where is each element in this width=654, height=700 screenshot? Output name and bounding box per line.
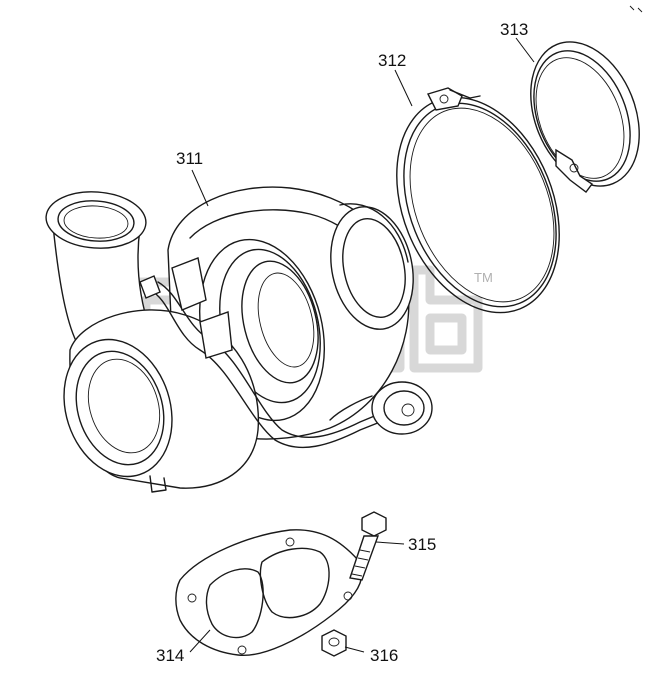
corner-mark <box>629 5 643 13</box>
watermark-trademark: TM <box>474 270 493 285</box>
leader-314 <box>189 629 211 653</box>
leader-lines <box>189 37 535 653</box>
leader-311 <box>191 169 209 207</box>
callout-312: 312 <box>378 51 406 70</box>
leader-315 <box>375 541 405 545</box>
clamp-small-part <box>530 41 640 193</box>
callout-313: 313 <box>500 20 528 39</box>
callout-316: 316 <box>370 646 398 665</box>
callout-314: 314 <box>156 646 184 665</box>
leader-313 <box>515 37 535 63</box>
leader-316 <box>344 646 365 653</box>
turbocharger-part <box>45 186 433 493</box>
clamp-large-part <box>396 87 560 314</box>
bolt-part <box>349 511 387 581</box>
leader-312 <box>394 69 413 107</box>
callout-315: 315 <box>408 535 436 554</box>
nut-part <box>321 629 347 657</box>
callout-311: 311 <box>176 149 203 168</box>
gasket-part <box>175 529 363 657</box>
